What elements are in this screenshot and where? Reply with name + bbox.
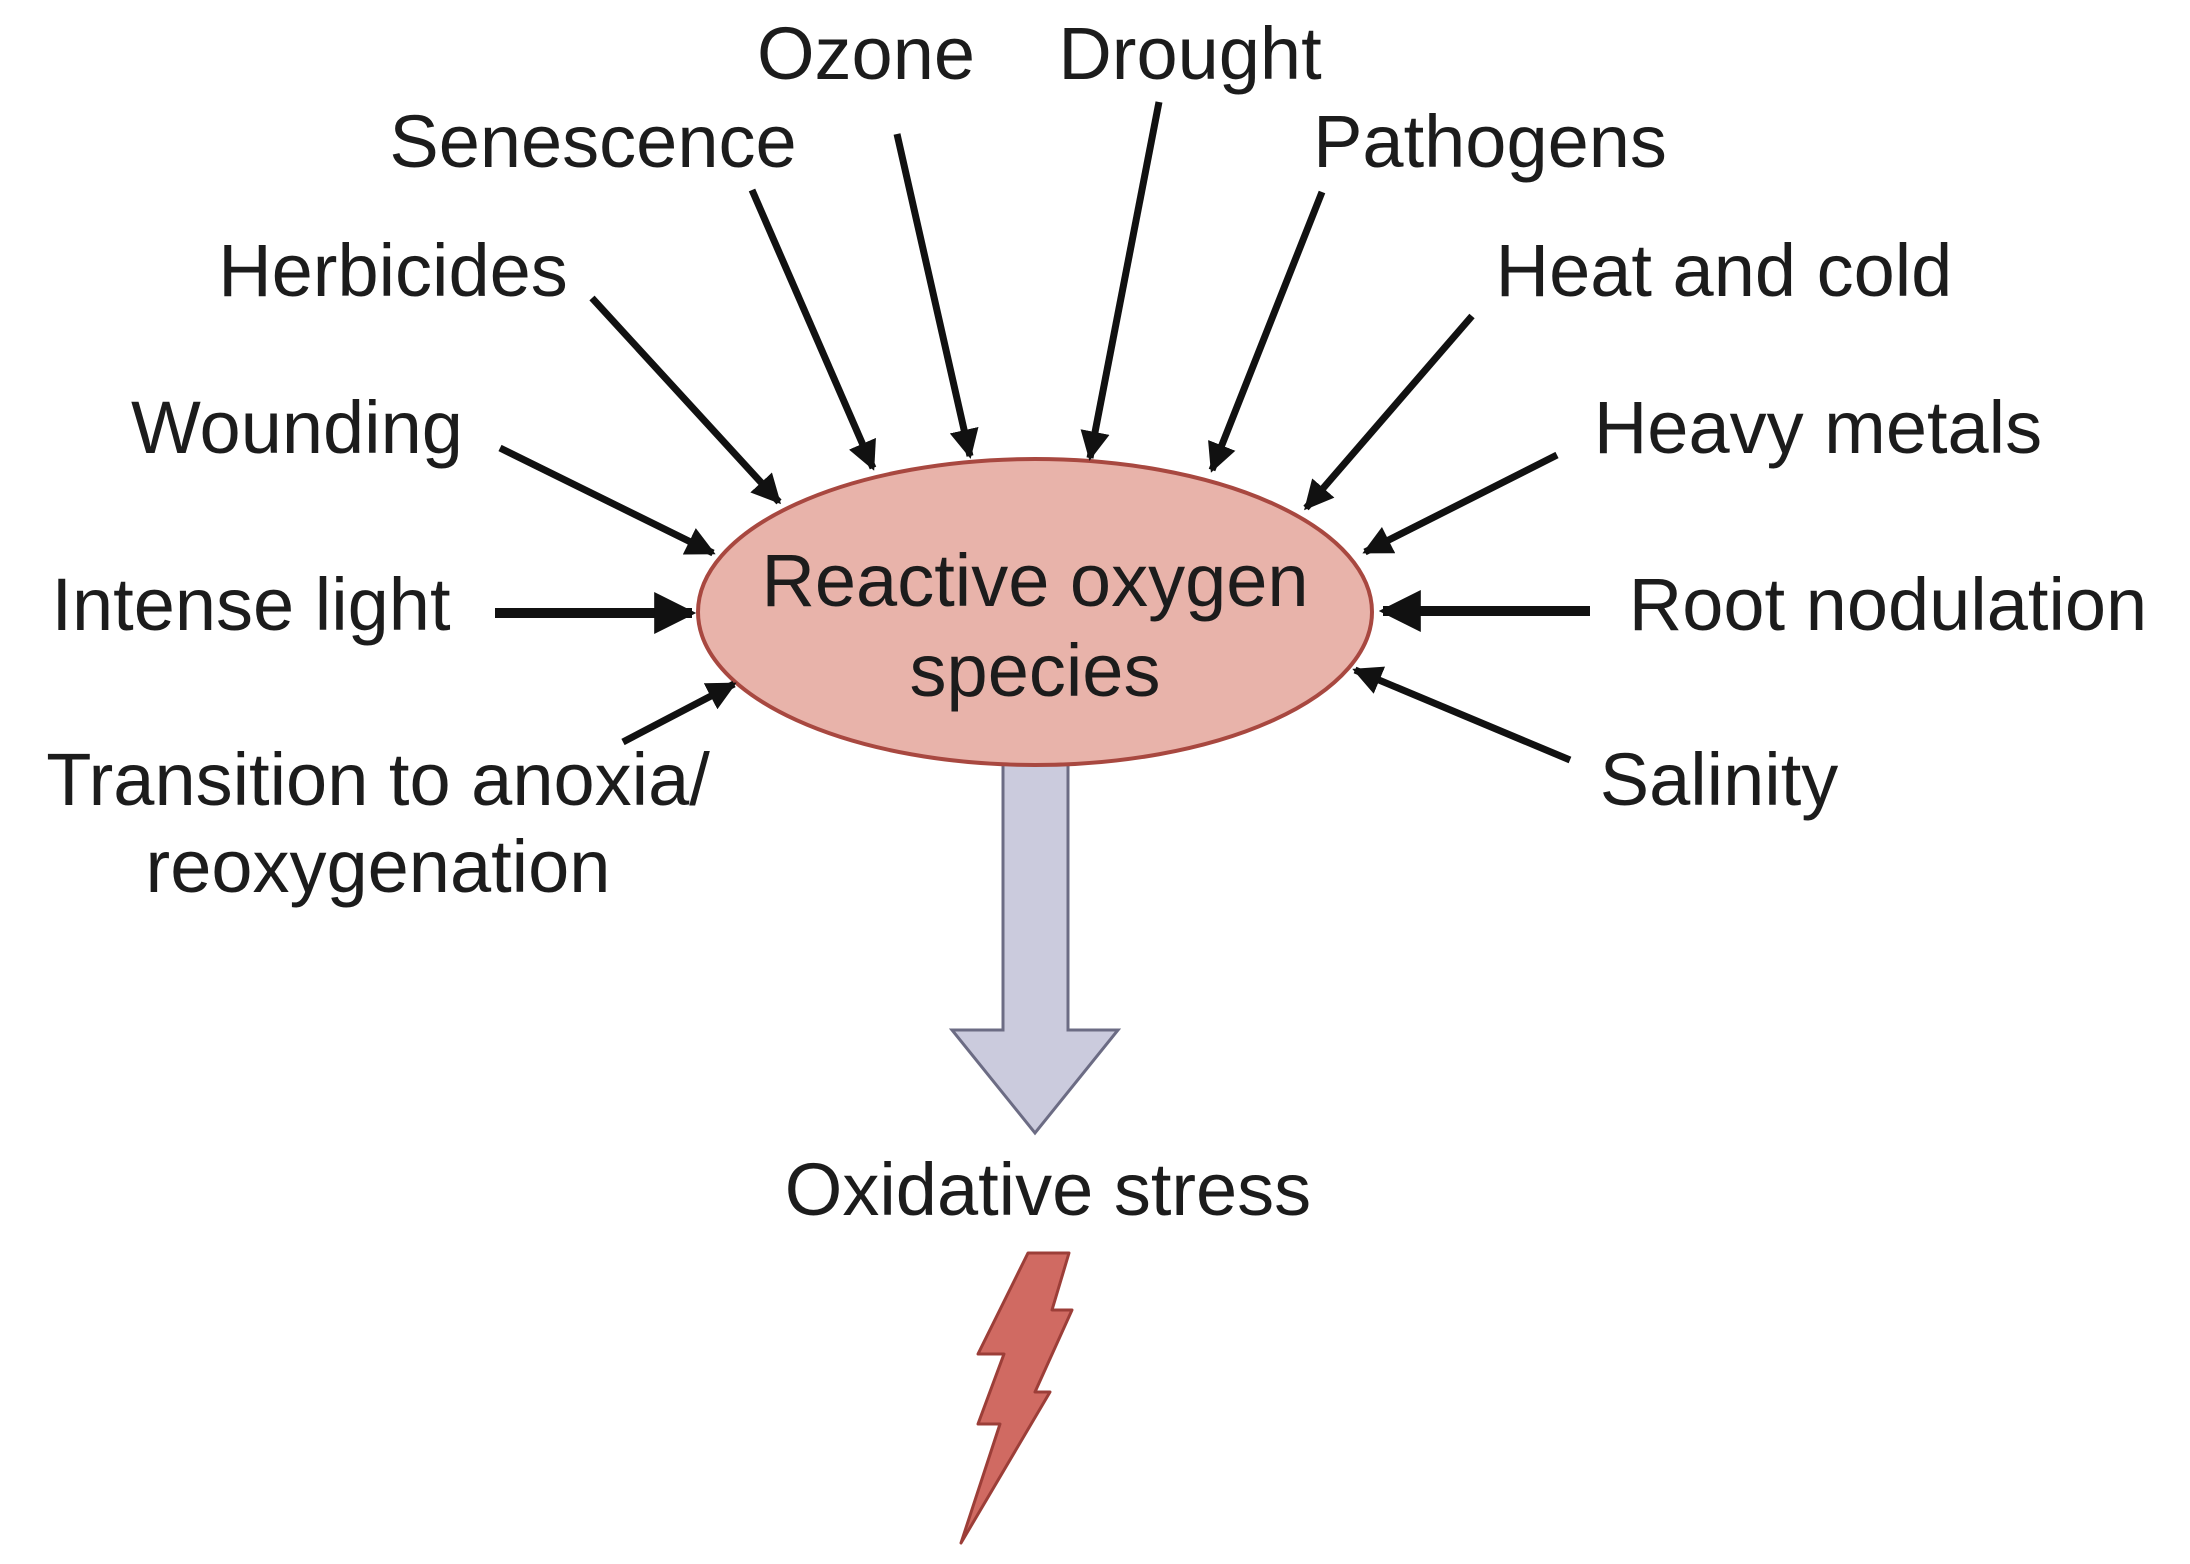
label-heat-and-cold: Heat and cold xyxy=(1496,229,1953,312)
ros-label-line1: Reactive oxygen xyxy=(761,539,1308,622)
arrow-pathogens xyxy=(1208,190,1326,473)
label-drought: Drought xyxy=(1058,12,1322,95)
label-oxidative-stress: Oxidative stress xyxy=(785,1148,1311,1231)
label-herbicides: Herbicides xyxy=(218,229,568,312)
label-ozone: Ozone xyxy=(757,12,975,95)
label-salinity: Salinity xyxy=(1600,738,1839,821)
label-wounding: Wounding xyxy=(131,386,463,469)
lightning-bolt-icon xyxy=(959,1251,1074,1545)
arrow-ozone xyxy=(893,133,979,459)
label-anoxia-line2: reoxygenation xyxy=(146,825,611,908)
arrow-wounding xyxy=(498,444,716,557)
arrow-salinity xyxy=(1352,666,1572,764)
arrow-heavy-metals xyxy=(1362,451,1559,556)
label-root-nodulation: Root nodulation xyxy=(1629,563,2147,646)
arrow-heat-and-cold xyxy=(1303,313,1475,511)
ros-ellipse xyxy=(696,457,1374,767)
label-senescence: Senescence xyxy=(389,100,796,183)
label-pathogens: Pathogens xyxy=(1313,100,1667,183)
ros-label-line2: species xyxy=(910,629,1161,712)
arrow-anoxia xyxy=(621,680,737,746)
label-heavy-metals: Heavy metals xyxy=(1594,386,2042,469)
arrow-drought xyxy=(1080,101,1163,461)
arrow-herbicides xyxy=(589,295,782,505)
label-intense-light: Intense light xyxy=(51,563,450,646)
big-down-arrow xyxy=(948,753,1122,1136)
arrow-senescence xyxy=(748,188,877,471)
label-anoxia-line1: Transition to anoxia/ xyxy=(46,738,710,821)
